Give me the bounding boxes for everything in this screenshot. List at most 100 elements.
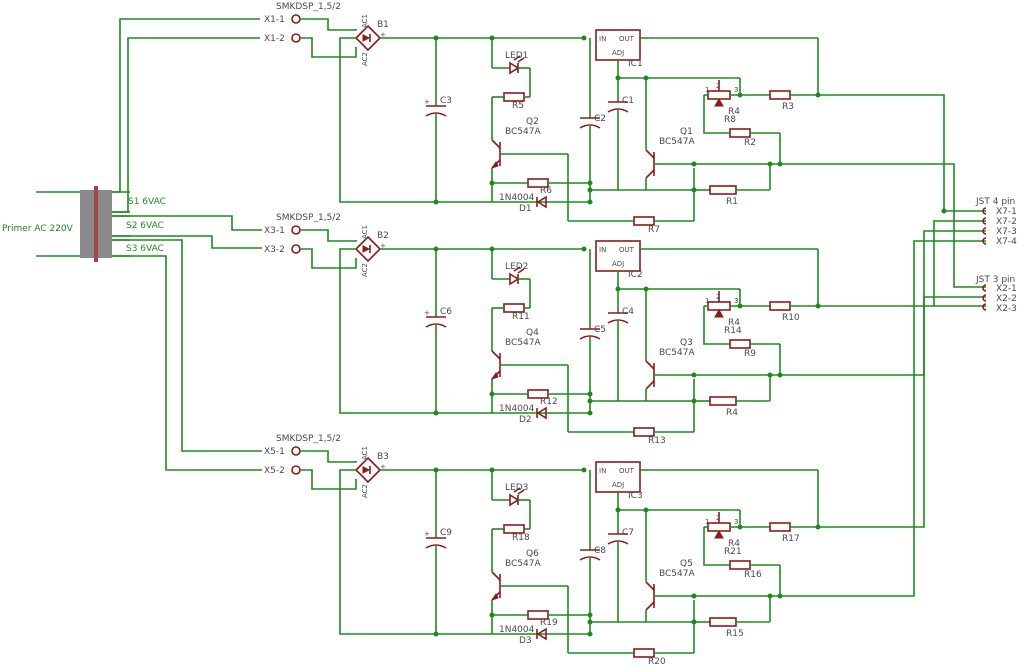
- ch1-q-right-label: Q1: [680, 127, 693, 137]
- ch3-bridge-label: B3: [377, 452, 389, 462]
- ch2-bridge-label: B2: [377, 231, 389, 241]
- ch1-cap-big-label: C3: [440, 96, 452, 106]
- ch1-ac2-label: AC2: [361, 52, 369, 66]
- ch2-ac2-label: AC2: [361, 263, 369, 277]
- ch1-r-pot-label: R8: [724, 115, 736, 125]
- ch1-diode-label: D1: [519, 204, 532, 214]
- ch3-ic-out-label: OUT: [619, 467, 635, 475]
- output-bus: [818, 94, 986, 597]
- ch1-pot-pins-1-label: 2: [716, 82, 720, 90]
- ch3-pot-label: R4: [728, 539, 740, 549]
- ch3-ic-adj-label: ADJ: [612, 481, 624, 489]
- ch1-plus-label: +: [380, 31, 386, 39]
- jst-3-pin-connector: JST 3 pin X2-1 X2-2 X2-3: [975, 275, 1017, 314]
- ch1-diode-type-label: 1N4004: [499, 193, 535, 203]
- ch3-diode-label: D3: [519, 636, 532, 646]
- ch1-pin1-label: X1-1: [264, 15, 285, 25]
- ch2-ic-adj-label: ADJ: [612, 260, 624, 268]
- ch1-ic-adj-label: ADJ: [612, 49, 624, 57]
- ch2-r-1-label: R4: [726, 408, 738, 418]
- channel-1: SMKDSP_1,5/2X1-1X1-2 B1AC1AC2++C3LED1R5Q…: [264, 2, 821, 235]
- ch1-pin2-label: X1-2: [264, 34, 285, 44]
- ch1-terminal-label: SMKDSP_1,5/2: [276, 2, 341, 12]
- ch1-pot-pins-0-label: 1: [705, 86, 709, 94]
- jst4-pin-1: X7-1: [996, 207, 1017, 217]
- secondary-label-2: S2 6VAC: [126, 221, 164, 231]
- ch2-ic-out-label: OUT: [619, 246, 635, 254]
- jst3-pin-2: X2-2: [996, 294, 1017, 304]
- ch2-pot-pins-1-label: 2: [716, 293, 720, 301]
- ch3-ic-in-label: IN: [599, 467, 606, 475]
- ch1-r-2-label: R2: [744, 138, 756, 148]
- channel-3: SMKDSP_1,5/2X5-1X5-2 B3AC1AC2++C9LED3R18…: [264, 434, 821, 667]
- ch3-q-right-type-label: BC547A: [659, 569, 695, 579]
- ch2-diode-label: D2: [519, 415, 532, 425]
- ch3-c-a-label: C8: [594, 546, 606, 556]
- ch2-r-led-label: R11: [512, 312, 530, 322]
- ch2-r-out-label: R10: [782, 313, 800, 323]
- ch2-diode-type-label: 1N4004: [499, 404, 535, 414]
- ch3-r-pot-label: R21: [724, 547, 742, 557]
- ch1-c-b-label: C1: [622, 96, 634, 106]
- ch2-r-2-label: R9: [744, 349, 756, 359]
- ch1-r-q-label: R6: [540, 186, 552, 196]
- ch2-cap-big-label: C6: [440, 307, 452, 317]
- ch1-ac1-label: AC1: [361, 14, 369, 28]
- ch2-r-pot-label: R14: [724, 326, 742, 336]
- ch3-r-out-label: R17: [782, 534, 800, 544]
- ch3-plus-label: +: [380, 463, 386, 471]
- ch3-pot-pins-0-label: 1: [705, 518, 709, 526]
- ch3-r-q-label: R19: [540, 618, 558, 628]
- ch2-c-b-label: C4: [622, 307, 634, 317]
- jst4-title: JST 4 pin: [975, 197, 1015, 207]
- ch3-pot-pins-1-label: 2: [716, 514, 720, 522]
- ch3-q-right-label: Q5: [680, 559, 693, 569]
- jst-4-pin-connector: JST 4 pin X7-1 X7-2 X7-3 X7-4: [975, 197, 1017, 247]
- ch3-pin1-label: X5-1: [264, 447, 285, 457]
- jst4-pin-3: X7-3: [996, 227, 1017, 237]
- ch3-q-left-label: Q6: [526, 549, 539, 559]
- ch1-q-right-type-label: BC547A: [659, 137, 695, 147]
- transformer-core-right: [98, 190, 112, 258]
- ch3-q-left-type-label: BC547A: [505, 559, 541, 569]
- ch2-pin2-label: X3-2: [264, 245, 285, 255]
- secondary-label-3: S3 6VAC: [126, 244, 164, 254]
- ch3-r-bottom-label: R20: [648, 657, 666, 667]
- ch3-pin2-label: X5-2: [264, 466, 285, 476]
- ch1-q-left-label: Q2: [526, 117, 539, 127]
- ch3-ic-label: IC3: [628, 491, 643, 501]
- ch1-r-led-label: R5: [512, 101, 524, 111]
- ch3-led-label: LED3: [505, 483, 528, 493]
- ch2-led-label: LED2: [505, 262, 528, 272]
- ch3-r-1-label: R15: [726, 629, 744, 639]
- secondary-label-1: S1 6VAC: [128, 197, 166, 207]
- ch2-terminal-label: SMKDSP_1,5/2: [276, 213, 341, 223]
- ch1-r-bottom-label: R7: [648, 225, 660, 235]
- channel-2: SMKDSP_1,5/2X3-1X3-2 B2AC1AC2++C6LED2R11…: [264, 213, 821, 446]
- jst4-pin-4: X7-4: [996, 237, 1017, 247]
- transformer-core-left: [80, 190, 94, 258]
- ch3-c-b-label: C7: [622, 528, 634, 538]
- ch3-diode-type-label: 1N4004: [499, 625, 535, 635]
- ch2-pot-label: R4: [728, 318, 740, 328]
- jst3-pin-1: X2-1: [996, 284, 1017, 294]
- ch3-ac1-label: AC1: [361, 446, 369, 460]
- ch2-pot-pins-0-label: 1: [705, 297, 709, 305]
- svg-text:+: +: [424, 309, 430, 317]
- ch1-bridge-label: B1: [377, 20, 389, 30]
- ch3-ac2-label: AC2: [361, 484, 369, 498]
- ch2-q-left-label: Q4: [526, 328, 539, 338]
- primary-label: Primer AC 220V: [2, 224, 74, 234]
- ch2-pot-pins-2-label: 3: [734, 297, 738, 305]
- ch2-r-q-label: R12: [540, 397, 558, 407]
- ch2-ic-label: IC2: [628, 270, 643, 280]
- ch1-c-a-label: C2: [594, 114, 606, 124]
- ch3-cap-big-label: C9: [440, 528, 452, 538]
- ch2-plus-label: +: [380, 242, 386, 250]
- ch2-ac1-label: AC1: [361, 225, 369, 239]
- ch1-led-label: LED1: [505, 51, 528, 61]
- ch1-r-1-label: R1: [726, 197, 738, 207]
- transformer: Primer AC 220V S1 6VAC S2 6VAC S3 6VAC: [2, 186, 166, 262]
- ch1-q-left-type-label: BC547A: [505, 127, 541, 137]
